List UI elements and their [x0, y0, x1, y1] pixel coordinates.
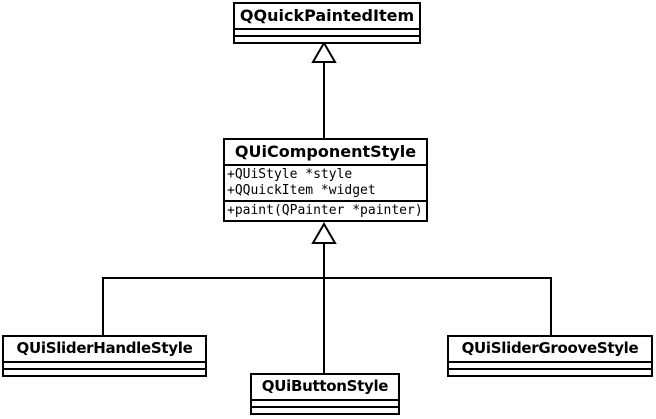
class-box-quislidergroovestyle: QUiSliderGrooveStyle: [447, 335, 653, 377]
class-name: QQuickPaintedItem: [235, 4, 419, 30]
class-box-qquickpainteditem: QQuickPaintedItem: [233, 2, 421, 44]
methods-compartment: [252, 408, 398, 413]
methods-compartment: [4, 370, 205, 375]
attributes-compartment: [235, 30, 419, 37]
class-name: QUiSliderHandleStyle: [4, 337, 205, 363]
attributes-compartment: [4, 363, 205, 370]
inheritance-arrowhead-qquickpainteditem: [311, 41, 337, 63]
method-paint: +paint(QPainter *painter): [227, 203, 423, 218]
attributes-compartment: [449, 363, 651, 370]
methods-compartment: [449, 370, 651, 375]
class-box-quicomponentstyle: QUiComponentStyle +QUiStyle *style +QQui…: [223, 138, 428, 222]
class-name: QUiSliderGrooveStyle: [449, 337, 651, 363]
class-box-quibuttonstyle: QUiButtonStyle: [250, 373, 400, 415]
class-name: QUiComponentStyle: [225, 140, 426, 166]
attributes-compartment: +QUiStyle *style +QQuickItem *widget: [225, 166, 426, 202]
class-box-quisliderhandlestyle: QUiSliderHandleStyle: [2, 335, 207, 377]
inheritance-branch-line: [102, 277, 552, 337]
class-name: QUiButtonStyle: [252, 375, 398, 401]
inheritance-arrowhead-componentstyle: [311, 222, 337, 244]
methods-compartment: [235, 37, 419, 42]
attribute-style: +QUiStyle *style: [227, 167, 353, 182]
attributes-compartment: [252, 401, 398, 408]
methods-compartment: +paint(QPainter *painter): [225, 202, 426, 220]
attribute-widget: +QQuickItem *widget: [227, 183, 376, 198]
